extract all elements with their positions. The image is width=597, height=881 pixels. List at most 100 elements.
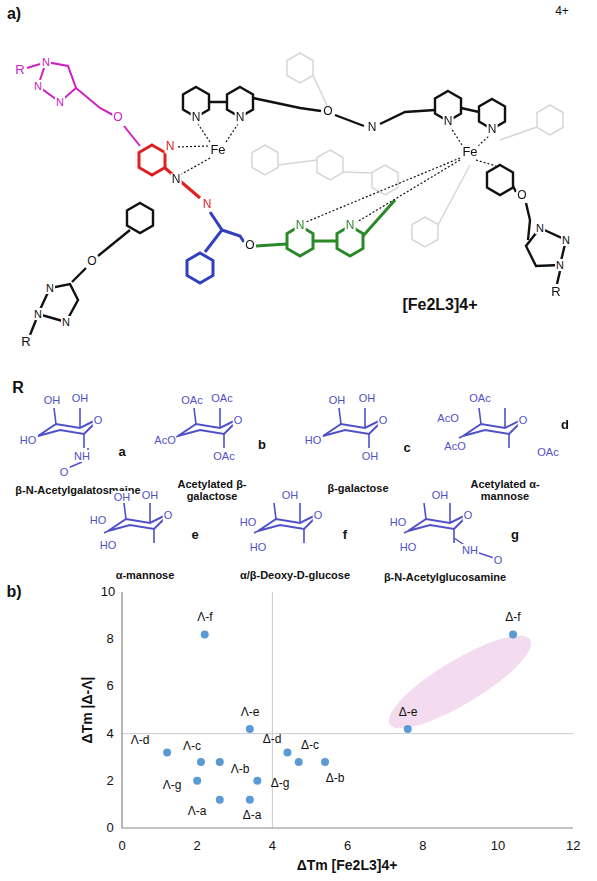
sugar-label: NH (73, 450, 91, 462)
sugar-label: Acetylated β-galactose (166, 478, 258, 502)
sugar-label: O (59, 466, 70, 478)
structure-label: N (191, 111, 202, 124)
point-label: Λ-a (187, 805, 208, 818)
sugar-label: d (560, 418, 570, 432)
sugar-label: HO (304, 434, 323, 446)
sugar-label: O (518, 414, 529, 426)
structure-label: N (171, 173, 182, 186)
point-label: Λ-g (162, 779, 183, 792)
sugar-label: c (402, 441, 411, 455)
structure-label: R (11, 379, 25, 397)
point-label: Λ-d (130, 734, 151, 747)
sugar-label: O (313, 509, 324, 521)
axis-label: ΔTm [Fe2L3]4+ (296, 858, 399, 873)
point-label: Δ-f (504, 611, 521, 624)
structure-label: 4+ (554, 5, 570, 18)
data-point (404, 725, 412, 733)
sugar-label: HO (399, 541, 418, 553)
structure-label: N (367, 121, 378, 134)
axis-label: ΔTm |Δ-Λ| (80, 676, 95, 745)
axis-label: 0 (105, 821, 114, 835)
structure-label: N (443, 115, 454, 128)
axis-label: 2 (193, 839, 202, 853)
structure-label: N (295, 219, 306, 232)
structure-label: N (235, 111, 246, 124)
structure-label: N (555, 259, 565, 271)
structure-label: N (535, 222, 545, 234)
structure-label: [Fe2L3]4+ (401, 296, 478, 314)
axis-label: 6 (105, 679, 114, 693)
structure-label: a) (6, 5, 22, 23)
sugar-label: b (257, 438, 267, 452)
structure-label: O (112, 111, 123, 124)
sugar-label: α/β-Deoxy-D-glucose (239, 569, 351, 581)
axis-label: 8 (418, 839, 427, 853)
structure-label: R (14, 63, 25, 77)
point-label: Λ-c (182, 740, 202, 753)
structure-label: N (345, 219, 356, 232)
sugar-label: NH (461, 544, 479, 556)
structure-label: Fe (209, 143, 226, 157)
data-point (216, 796, 224, 804)
sugar-label: HO (89, 514, 108, 526)
sugar-label: OH (431, 489, 450, 501)
sugar-label: HO (389, 516, 408, 528)
data-point (295, 758, 303, 766)
data-point (216, 758, 224, 766)
structure-label: Fe (461, 145, 478, 159)
sugar-label: HO (239, 516, 258, 528)
data-point (193, 777, 201, 785)
data-point (509, 630, 517, 638)
sugar-label: O (233, 414, 244, 426)
axis-label: 4 (268, 839, 277, 853)
sugar-label: OH (328, 394, 347, 406)
sugar-label: OAc (210, 392, 233, 404)
sugar-label: AcO (443, 440, 466, 452)
structure-label: N (55, 96, 65, 108)
structure-label: O (244, 239, 255, 252)
sugar-label: OAc (180, 394, 203, 406)
structure-label: R (550, 285, 561, 299)
axis-label: b) (5, 583, 22, 601)
axis-label: 8 (105, 632, 114, 646)
sugar-label: OH (71, 392, 90, 404)
structure-label: N (61, 316, 71, 328)
sugar-label: OH (361, 450, 380, 462)
data-point (321, 758, 329, 766)
point-label: Λ-e (240, 706, 261, 719)
axis-label: 10 (100, 585, 116, 599)
sugar-label: AcO (436, 412, 459, 424)
structure-label: O (516, 189, 527, 202)
structure-label: N (33, 308, 43, 320)
point-label: Δ-e (398, 706, 419, 719)
sugar-label: OH (358, 392, 377, 404)
sugar-label: OH (43, 394, 62, 406)
structure-label: N (33, 80, 43, 92)
structure-label: N (41, 56, 51, 68)
sugar-label: AcO (153, 434, 176, 446)
sugar-label: β-galactose (326, 482, 389, 494)
point-label: Δ-b (325, 772, 346, 785)
data-point (201, 630, 209, 638)
structure-label: N (165, 140, 176, 153)
point-label: Δ-g (270, 777, 291, 790)
structure-label: O (86, 255, 97, 268)
data-point (253, 777, 261, 785)
structure-label: N (487, 123, 498, 136)
structure-label: N (202, 198, 213, 211)
sugar-label: a (117, 445, 126, 459)
point-label: Λ-b (230, 763, 251, 776)
axis-label: 12 (565, 839, 581, 853)
sugar-label: O (163, 509, 174, 521)
axis-label: 10 (490, 839, 506, 853)
sugar-label: g (510, 528, 520, 542)
point-label: Λ-f (196, 611, 213, 624)
axis-label: 4 (105, 726, 114, 740)
sugar-label: HO (19, 434, 38, 446)
sugar-label: O (493, 554, 504, 566)
sugar-label: f (342, 528, 348, 542)
sugar-label: OH (113, 491, 132, 503)
sugar-label: OAc (536, 446, 559, 458)
data-point (246, 796, 254, 804)
data-point (283, 748, 291, 756)
